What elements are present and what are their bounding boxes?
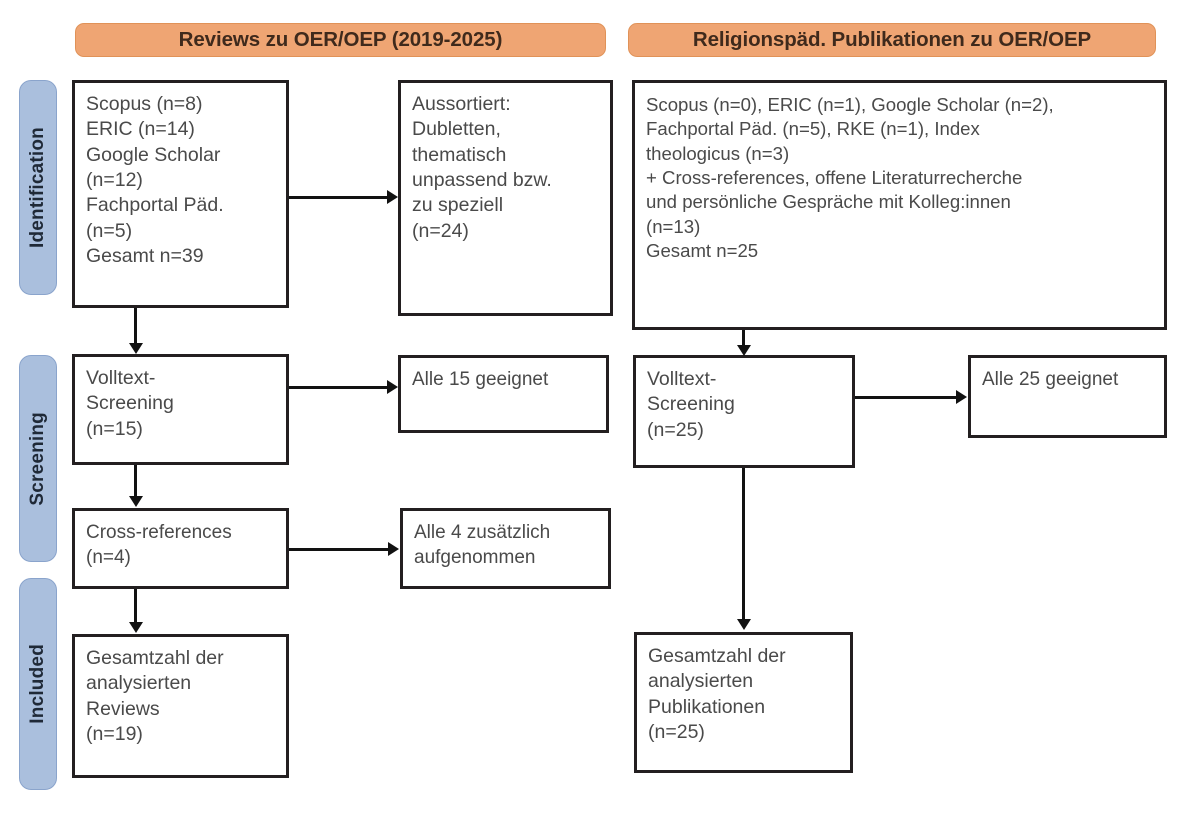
connector-left-screening-to-crossref (134, 465, 137, 497)
stage-rail-screening: Screening (19, 355, 57, 562)
arrow-left-screening-to-eligible (387, 380, 398, 394)
node-right-fulltext-screening: Volltext- Screening (n=25) (633, 355, 855, 468)
arrow-right-sources-to-screening (737, 345, 751, 356)
connector-left-screening-to-eligible (289, 386, 387, 389)
stage-rail-identification-label: Identification (27, 126, 48, 249)
stage-rail-included: Included (19, 578, 57, 790)
arrow-left-crossref-to-included (129, 622, 143, 633)
node-left-all-added: Alle 4 zusätzlich aufgenommen (400, 508, 611, 589)
stage-rail-screening-label: Screening (27, 411, 48, 506)
arrow-left-crossref-to-added (388, 542, 399, 556)
column-header-religionspaed-label: Religionspäd. Publikationen zu OER/OEP (692, 28, 1092, 51)
connector-right-screening-to-eligible (855, 396, 956, 399)
column-header-reviews-label: Reviews zu OER/OEP (2019-2025) (178, 28, 503, 51)
column-header-reviews: Reviews zu OER/OEP (2019-2025) (75, 23, 606, 57)
stage-rail-included-label: Included (27, 644, 48, 724)
node-right-included-total: Gesamtzahl der analysierten Publikatione… (634, 632, 853, 773)
node-left-identification-sources: Scopus (n=8) ERIC (n=14) Google Scholar … (72, 80, 289, 308)
arrow-left-screening-to-crossref (129, 496, 143, 507)
column-header-religionspaed: Religionspäd. Publikationen zu OER/OEP (628, 23, 1156, 57)
node-left-fulltext-screening: Volltext- Screening (n=15) (72, 354, 289, 465)
stage-rail-identification: Identification (19, 80, 57, 295)
connector-left-crossref-to-added (289, 548, 388, 551)
node-left-cross-references: Cross-references (n=4) (72, 508, 289, 589)
connector-left-sources-to-screening (134, 308, 137, 344)
node-left-excluded: Aussortiert: Dubletten, thematisch unpas… (398, 80, 613, 316)
connector-left-sources-to-excluded (289, 196, 387, 199)
node-left-included-total: Gesamtzahl der analysierten Reviews (n=1… (72, 634, 289, 778)
connector-left-crossref-to-included (134, 589, 137, 623)
node-left-all-eligible: Alle 15 geeignet (398, 355, 609, 433)
connector-right-sources-to-screening (742, 330, 745, 346)
node-right-all-eligible: Alle 25 geeignet (968, 355, 1167, 438)
arrow-right-screening-to-eligible (956, 390, 967, 404)
arrow-right-screening-to-included (737, 619, 751, 630)
node-right-identification-sources: Scopus (n=0), ERIC (n=1), Google Scholar… (632, 80, 1167, 330)
connector-right-screening-to-included (742, 468, 745, 620)
arrow-left-sources-to-excluded (387, 190, 398, 204)
arrow-left-sources-to-screening (129, 343, 143, 354)
